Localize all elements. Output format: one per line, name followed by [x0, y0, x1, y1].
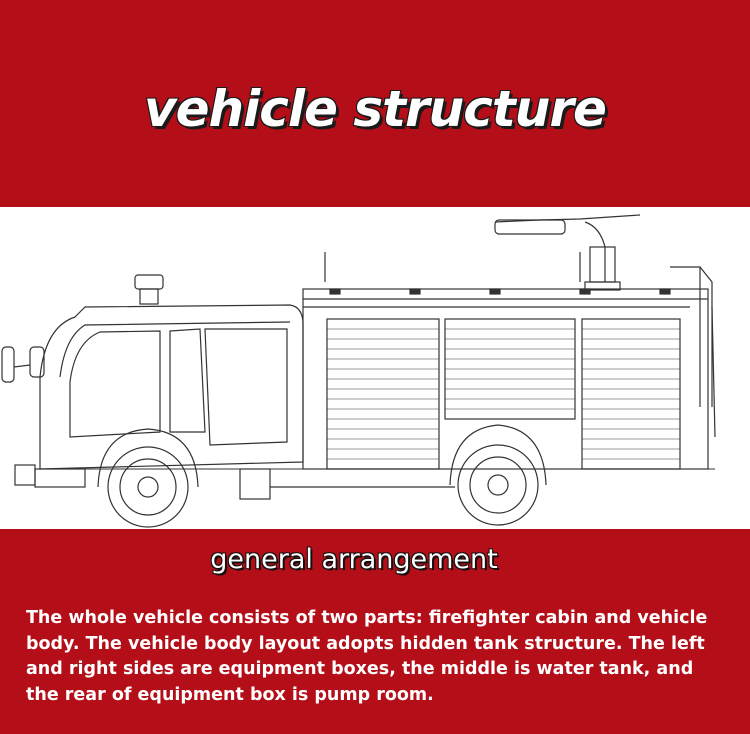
page-title: vehicle structure [143, 79, 608, 139]
section-subtitle: general arrangement [210, 544, 498, 575]
description-band [0, 529, 750, 734]
section-description: The whole vehicle consists of two parts:… [26, 608, 708, 705]
fire-truck-line-drawing-icon [1, 214, 716, 528]
vehicle-drawing-panel [0, 207, 750, 529]
header-band [0, 0, 750, 207]
